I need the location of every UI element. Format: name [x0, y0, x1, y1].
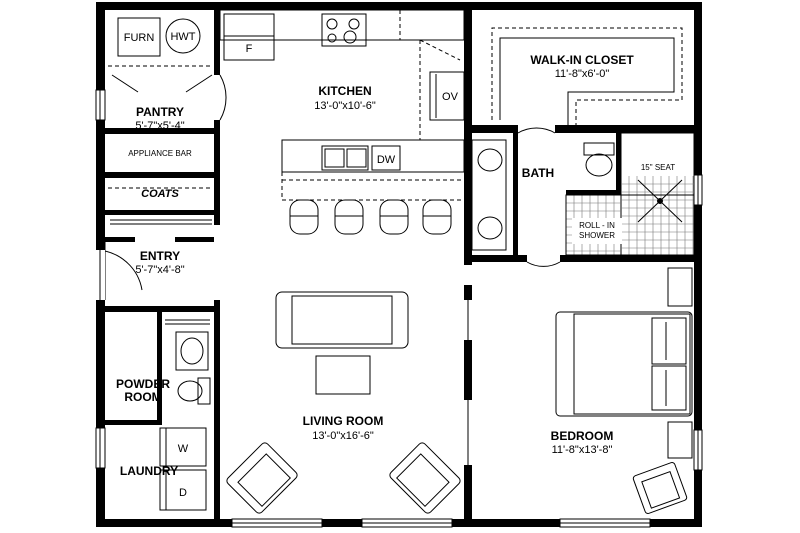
bath-vanity: [471, 139, 507, 251]
cooktop: [321, 13, 367, 47]
dishwasher: DW: [371, 145, 401, 171]
bath-name: BATH: [522, 166, 554, 180]
entry-dims: 5'-7"x4'-8": [135, 264, 184, 276]
furnace: FURN: [117, 17, 161, 57]
kitchen-counters: [219, 9, 465, 141]
bedroom-name: BEDROOM: [551, 429, 614, 443]
armchair-right: [389, 442, 461, 514]
bedroom-dims: 11'-8"x13'-8": [552, 444, 613, 456]
bedroom-chair: [632, 462, 688, 514]
living-room-dims: 13'-0"x16'-6": [312, 430, 374, 442]
roll-in-shower: 15" SEAT ROLL - IN SHOWER: [565, 132, 695, 256]
kitchen-island: [281, 139, 465, 201]
powder-room-name-1: POWDER: [116, 377, 170, 391]
entry-name: ENTRY: [140, 249, 180, 263]
fridge-label: F: [246, 43, 253, 55]
bar-stools: [289, 199, 452, 235]
walk-in-closet-dims: 11'-8"x6'-0": [555, 68, 610, 80]
washer: W: [159, 427, 207, 467]
refrigerator: F: [223, 13, 275, 61]
coats-label: COATS: [141, 188, 179, 200]
nightstand-bottom: [667, 421, 693, 459]
appliance-bar-label: APPLIANCE BAR: [128, 149, 192, 158]
laundry-name: LAUNDRY: [120, 464, 178, 478]
seat-label: 15" SEAT: [641, 163, 675, 172]
pantry-name: PANTRY: [136, 105, 184, 119]
furn-label: FURN: [124, 32, 155, 44]
dryer: D: [159, 469, 207, 511]
pantry-dims: 5'-7"x5'-4": [135, 120, 184, 132]
kitchen-name: KITCHEN: [318, 84, 371, 98]
powder-toilet: [177, 377, 211, 405]
oven: OV: [429, 71, 465, 121]
armchair-left: [226, 442, 298, 514]
sofa: [275, 291, 409, 349]
coffee-table: [315, 355, 371, 395]
hwt-label: HWT: [170, 31, 195, 43]
powder-sink: [175, 331, 209, 371]
kitchen-dims: 13'-0"x10'-6": [314, 100, 376, 112]
oven-label: OV: [442, 91, 459, 103]
living-room-name: LIVING ROOM: [303, 414, 384, 428]
shower-label-1: ROLL - IN: [579, 221, 615, 230]
bed: [555, 311, 693, 417]
powder-room-name-2: ROOM: [124, 390, 161, 404]
interior-walls: [105, 10, 694, 519]
dryer-label: D: [179, 487, 187, 499]
windows: [95, 89, 703, 528]
dw-label: DW: [377, 154, 396, 166]
walk-in-closet-name: WALK-IN CLOSET: [530, 53, 634, 67]
shower-label-2: SHOWER: [579, 231, 615, 240]
nightstand-top: [667, 267, 693, 307]
hot-water-tank: HWT: [165, 18, 201, 54]
washer-label: W: [178, 443, 189, 455]
door-swings: [95, 74, 561, 465]
kitchen-sink: [321, 145, 369, 171]
closet-shelving: [491, 27, 683, 125]
bath-toilet: [583, 142, 615, 177]
